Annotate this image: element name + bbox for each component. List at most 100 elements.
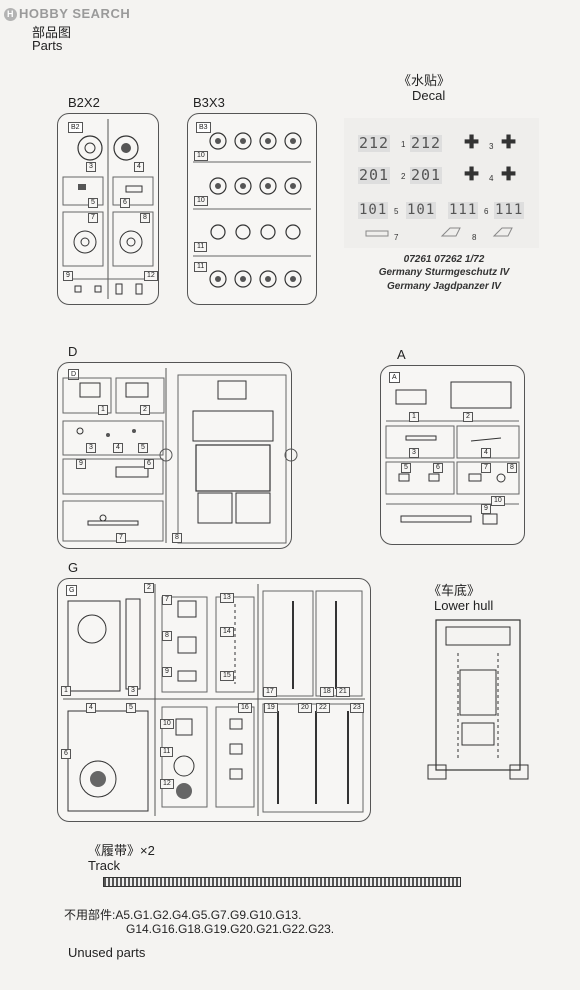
sprue-g-tag: G — [66, 585, 78, 596]
balkenkreuz-icon: ✚ — [501, 132, 517, 152]
sprue-a-tag: A — [389, 372, 400, 383]
part-number: 8 — [507, 463, 517, 473]
part-number: 11 — [160, 747, 174, 757]
part-number: 6 — [120, 198, 130, 208]
part-number: 12 — [160, 779, 174, 789]
lower-hull-title-en: Lower hull — [434, 598, 494, 613]
part-number: 4 — [481, 448, 491, 458]
part-number: 8 — [162, 631, 172, 641]
sprue-b3-title: B3X3 — [193, 95, 225, 110]
sprue-g: G 1 2 3 4 — [57, 578, 371, 822]
part-number: 9 — [63, 271, 73, 281]
part-number: 2 — [463, 412, 473, 422]
page-title-en: Parts — [32, 38, 63, 53]
unused-parts-label: Unused parts — [68, 945, 146, 960]
part-number: 4 — [113, 443, 123, 453]
sprue-a-drawing — [385, 381, 520, 525]
part-number: 21 — [336, 687, 350, 697]
part-number: 1 — [409, 412, 419, 422]
part-number: 6 — [144, 459, 154, 469]
decal-title-en: Decal — [412, 88, 446, 103]
part-number: 3 — [86, 443, 96, 453]
part-number: 17 — [263, 687, 277, 697]
sprue-d-title: D — [68, 344, 78, 359]
balkenkreuz-icon: ✚ — [464, 164, 480, 184]
part-number: 7 — [162, 595, 172, 605]
part-number: 19 — [264, 703, 278, 713]
part-number: 6 — [61, 749, 71, 759]
sprue-a: A 1 2 3 4 5 6 7 8 9 10 — [380, 365, 525, 545]
decal-number: 111 — [494, 202, 525, 219]
part-number: 5 — [126, 703, 136, 713]
decal-index: 6 — [484, 207, 489, 216]
sprue-g-drawing — [63, 584, 365, 816]
decal-number: 101 — [406, 202, 437, 219]
decal-index: 3 — [489, 142, 494, 151]
decal-kit-name-2: Germany Jagdpanzer IV — [387, 281, 501, 292]
decal-index: 7 — [394, 233, 399, 242]
unused-parts-line2: G14.G16.G18.G19.G20.G21.G22.G23. — [126, 922, 335, 936]
decal-index: 8 — [472, 233, 477, 242]
part-number: 11 — [194, 242, 208, 252]
decal-number: 111 — [448, 202, 479, 219]
part-number: 3 — [86, 162, 96, 172]
decal-number: 212 — [410, 134, 443, 152]
part-number: 10 — [194, 196, 208, 206]
decal-sheet: 212 1 212 ✚ 3 ✚ 201 2 201 ✚ 4 ✚ 101 5 10… — [344, 118, 539, 248]
watermark-text: HOBBY SEARCH — [19, 6, 131, 21]
part-number: 2 — [140, 405, 150, 415]
part-number: 14 — [220, 627, 234, 637]
track-strip — [103, 877, 461, 887]
part-number: 4 — [86, 703, 96, 713]
part-number: 7 — [116, 533, 126, 543]
part-number: 3 — [128, 686, 138, 696]
part-number: 16 — [238, 703, 252, 713]
decal-number: 212 — [358, 134, 391, 152]
sprue-g-title: G — [68, 560, 79, 575]
sprue-a-title: A — [397, 347, 406, 362]
part-number: 10 — [194, 151, 208, 161]
part-number: 8 — [172, 533, 182, 543]
part-number: 23 — [350, 703, 364, 713]
decal-kit-numbers: 07261 07262 1/72 — [403, 254, 485, 265]
part-number: 15 — [220, 671, 234, 681]
decal-number: 101 — [358, 202, 389, 219]
track-title-cn: 《履带》×2 — [88, 843, 155, 858]
part-number: 1 — [61, 686, 71, 696]
part-number: 12 — [144, 271, 158, 281]
sprue-b2: B2 3 4 5 6 7 8 9 12 — [57, 113, 159, 305]
sprue-d: D 1 2 3 4 5 6 7 8 9 — [57, 362, 298, 549]
part-number: 4 — [134, 162, 144, 172]
sprue-b3-tag: B3 — [196, 122, 211, 133]
part-number: 13 — [220, 593, 234, 603]
balkenkreuz-icon: ✚ — [464, 132, 480, 152]
part-number: 5 — [138, 443, 148, 453]
part-number: 6 — [433, 463, 443, 473]
part-number: 20 — [298, 703, 312, 713]
part-number: 9 — [76, 459, 86, 469]
lower-hull-drawing — [427, 619, 529, 780]
balkenkreuz-icon: ✚ — [501, 164, 517, 184]
sprue-b3: B3 10 10 11 11 — [187, 113, 317, 305]
decal-index: 1 — [401, 140, 406, 149]
part-number: 5 — [88, 198, 98, 208]
decal-kit-name-1: Germany Sturmgeschutz IV — [378, 267, 510, 278]
part-number: 7 — [88, 213, 98, 223]
part-number: 18 — [320, 687, 334, 697]
part-number: 2 — [144, 583, 154, 593]
part-number: 22 — [316, 703, 330, 713]
sprue-b2-drawing — [62, 119, 154, 299]
part-number: 5 — [401, 463, 411, 473]
decal-small-marks — [365, 227, 513, 237]
sprue-d-tag: D — [68, 369, 80, 380]
decal-index: 5 — [394, 207, 399, 216]
part-number: 10 — [160, 719, 174, 729]
sprue-b2-title: B2X2 — [68, 95, 100, 110]
page-title-cn: 部品图 — [32, 25, 72, 40]
sprue-b2-tag: B2 — [68, 122, 83, 133]
decal-title-cn: 《水贴》 — [398, 73, 451, 88]
decal-index: 2 — [401, 172, 406, 181]
decal-index: 4 — [489, 174, 494, 183]
part-number: 10 — [491, 496, 505, 506]
